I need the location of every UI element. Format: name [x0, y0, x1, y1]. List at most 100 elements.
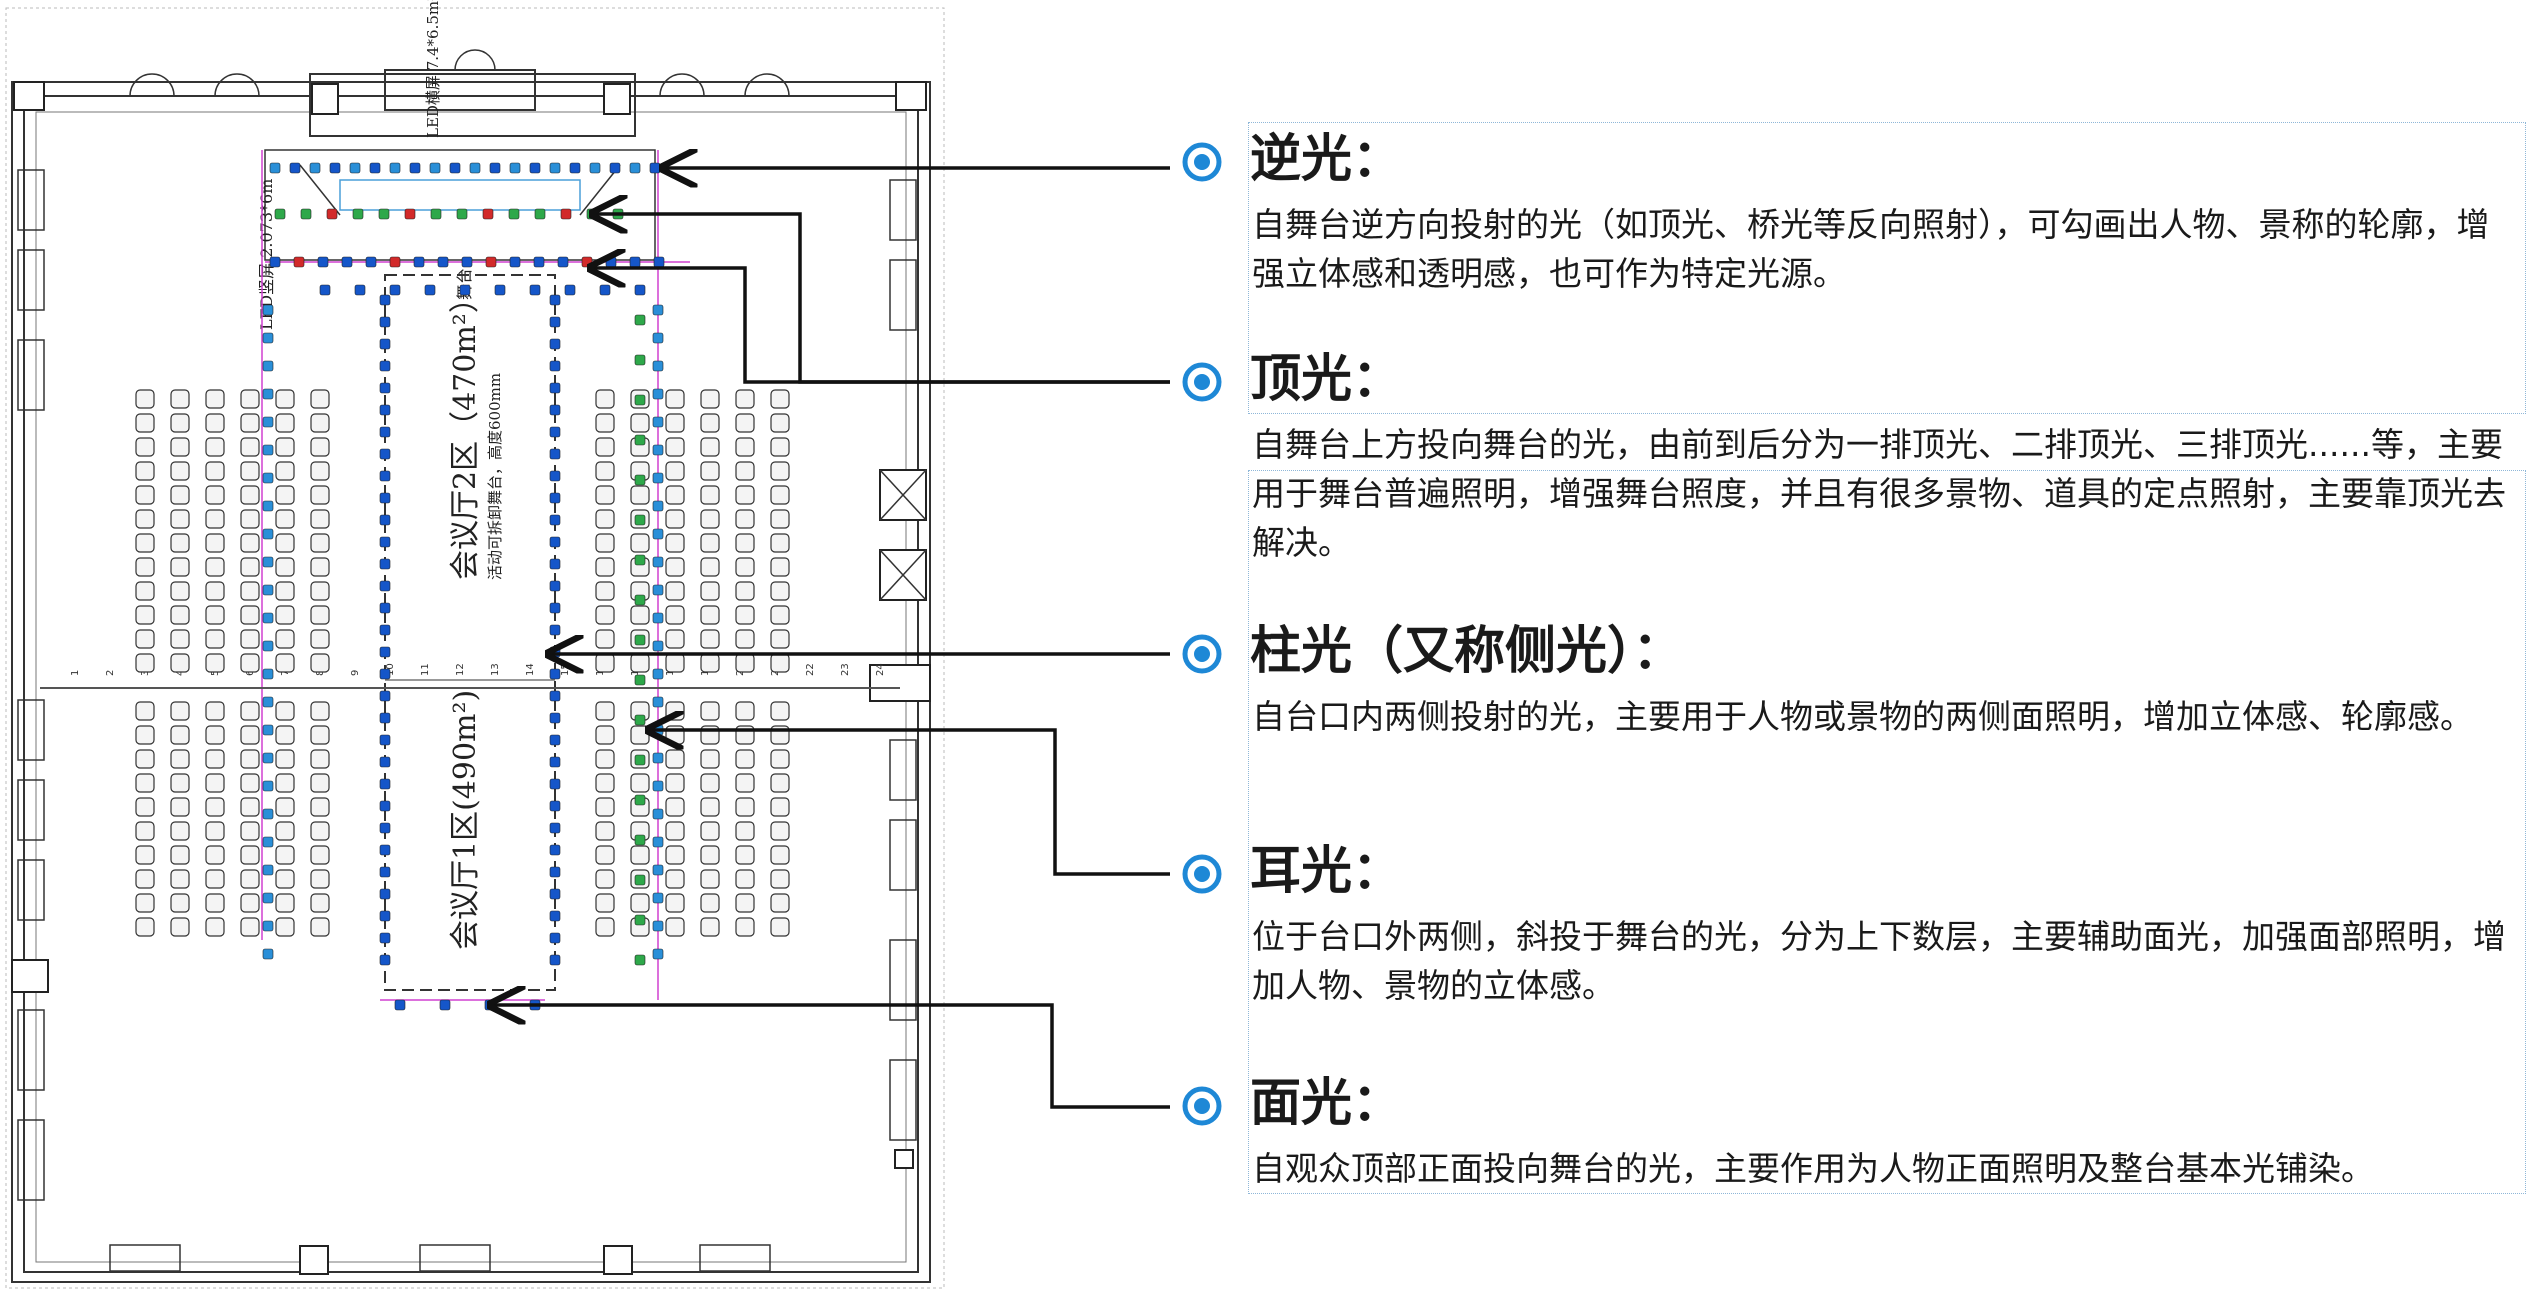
light-fixture: [379, 558, 391, 570]
seat: [170, 461, 190, 481]
light-fixture: [549, 162, 561, 174]
hall1-label: 会议厅1区(490m²): [448, 690, 483, 950]
seat: [630, 533, 650, 553]
light-fixtures: [262, 162, 665, 1011]
light-fixture: [379, 734, 391, 746]
seat: [770, 797, 790, 817]
light-fixture: [262, 752, 274, 764]
seat: [595, 701, 615, 721]
seat: [275, 917, 295, 937]
light-fixture: [389, 256, 401, 268]
seat: [595, 413, 615, 433]
seat: [205, 389, 225, 409]
light-fixture: [379, 580, 391, 592]
hall2-note: 活动可拆卸舞台，高度600mm: [486, 373, 504, 580]
light-fixture: [429, 162, 441, 174]
light-fixture: [378, 208, 390, 220]
light-fixture: [485, 256, 497, 268]
light-fixture: [262, 948, 274, 960]
seat: [770, 605, 790, 625]
seat: [310, 725, 330, 745]
light-fixture: [456, 208, 468, 220]
light-fixture: [549, 712, 561, 724]
light-fixture: [379, 690, 391, 702]
light-fixture: [549, 602, 561, 614]
section-title: 柱光（又称侧光）：: [1250, 622, 1684, 681]
light-fixture: [404, 208, 416, 220]
seat: [770, 725, 790, 745]
seat: [770, 485, 790, 505]
seat: [275, 797, 295, 817]
seat: [205, 557, 225, 577]
light-fixture: [549, 580, 561, 592]
grid-number: 22: [805, 663, 816, 676]
seat: [135, 461, 155, 481]
seat: [310, 917, 330, 937]
light-fixture: [262, 584, 274, 596]
seat: [310, 701, 330, 721]
seat: [700, 797, 720, 817]
seat: [275, 701, 295, 721]
seat: [170, 869, 190, 889]
light-fixture: [652, 556, 664, 568]
light-fixture: [379, 382, 391, 394]
seat: [135, 485, 155, 505]
light-fixture: [509, 256, 521, 268]
stage: [264, 149, 656, 261]
light-fixture: [634, 714, 646, 726]
seat: [205, 917, 225, 937]
light-fixture: [652, 332, 664, 344]
light-fixture: [652, 388, 664, 400]
seat: [170, 581, 190, 601]
seat: [665, 845, 685, 865]
seat: [240, 797, 260, 817]
seat: [240, 893, 260, 913]
seat: [735, 725, 755, 745]
light-fixture: [605, 256, 617, 268]
light-fixture: [262, 332, 274, 344]
light-fixture: [262, 612, 274, 624]
seat: [665, 749, 685, 769]
seat: [205, 869, 225, 889]
grid-number: 13: [490, 663, 501, 676]
light-fixture: [394, 999, 406, 1011]
light-fixture: [549, 558, 561, 570]
light-fixture: [549, 624, 561, 636]
grid-number: 5: [210, 670, 221, 676]
seat: [275, 413, 295, 433]
seat: [700, 869, 720, 889]
light-fixture: [652, 416, 664, 428]
light-fixture: [549, 470, 561, 482]
light-fixture: [352, 208, 364, 220]
seat: [595, 629, 615, 649]
seat: [665, 581, 685, 601]
grid-number: 12: [455, 663, 466, 676]
columns: [11, 81, 931, 1275]
seat: [275, 629, 295, 649]
seat: [205, 629, 225, 649]
seat: [700, 845, 720, 865]
section-title: 耳光：: [1250, 842, 1404, 901]
light-fixture: [549, 316, 561, 328]
seat: [275, 485, 295, 505]
seat: [240, 749, 260, 769]
seat: [700, 917, 720, 937]
grid-number: 6: [245, 670, 256, 676]
seat: [735, 557, 755, 577]
light-fixture: [629, 256, 641, 268]
light-fixture: [449, 162, 461, 174]
section-text: 自台口内两侧投射的光，主要用于人物或景物的两侧面照明，增加立体感、轮廓感。: [1252, 697, 2473, 736]
seat: [595, 725, 615, 745]
seat: [770, 533, 790, 553]
section-text: 自舞台上方投向舞台的光，由前到后分为一排顶光、二排顶光、三排顶光......等，…: [1252, 425, 2506, 562]
seat: [700, 629, 720, 649]
light-fixture: [612, 208, 624, 220]
light-fixture: [329, 162, 341, 174]
seat: [595, 605, 615, 625]
seat: [310, 605, 330, 625]
light-fixture: [652, 528, 664, 540]
seat: [240, 701, 260, 721]
light-fixture: [634, 554, 646, 566]
seat: [665, 533, 685, 553]
light-fixture: [652, 752, 664, 764]
